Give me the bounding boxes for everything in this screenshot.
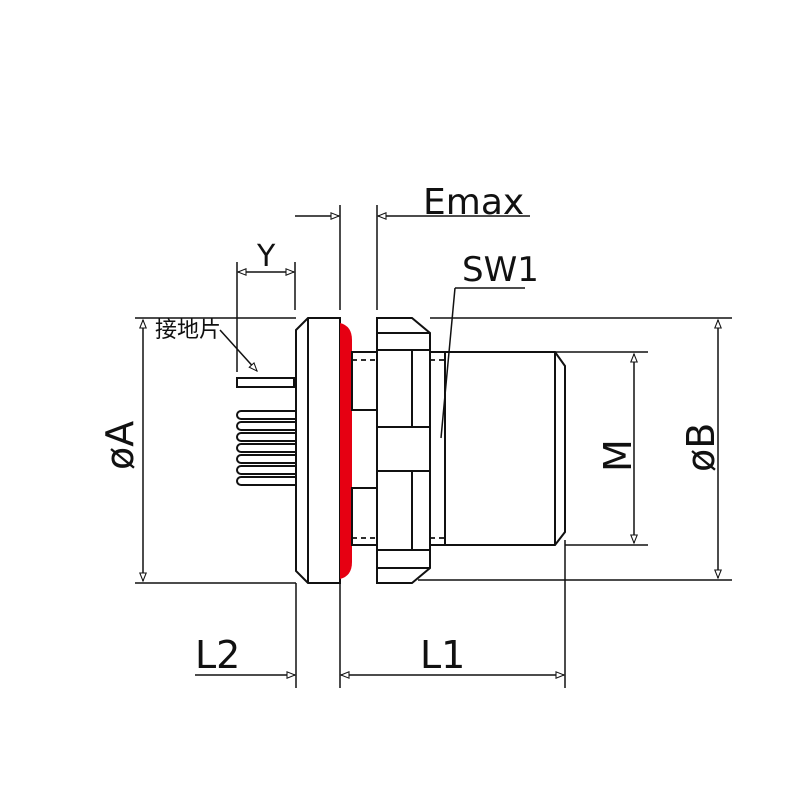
dia-b-label: øB [679, 423, 723, 472]
l2-label: L2 [195, 633, 240, 677]
dimension-dia-b: øB [418, 317, 732, 581]
dia-a-label: øA [98, 421, 142, 470]
contact-pins [236, 377, 295, 486]
contact-pin [236, 432, 295, 442]
m-label: M [596, 439, 640, 472]
threaded-body [429, 351, 566, 546]
sw1-label: SW1 [462, 250, 539, 290]
dimension-y: Y [236, 239, 296, 372]
dimension-m: M [555, 351, 648, 546]
flange [295, 317, 341, 584]
contact-pin [236, 476, 295, 486]
ground-tab-label: 接地片 [155, 318, 221, 343]
contact-pin [236, 421, 295, 431]
seal-ring [340, 323, 352, 579]
contact-pin [236, 443, 295, 453]
contact-pin [236, 454, 295, 464]
l1-label: L1 [420, 633, 465, 677]
callout-ground-tab: 接地片 [155, 318, 258, 373]
contact-pin [236, 465, 295, 475]
contact-pin [236, 410, 295, 420]
dimension-emax: Emax [295, 182, 530, 310]
y-label: Y [256, 239, 276, 274]
callout-sw1: SW1 [440, 250, 539, 439]
dimension-dia-a: øA [98, 317, 296, 584]
body-thread [351, 351, 378, 546]
dimension-l1-l2: L2 L1 [195, 540, 566, 688]
hex-nut [376, 317, 431, 584]
emax-label: Emax [423, 182, 524, 223]
